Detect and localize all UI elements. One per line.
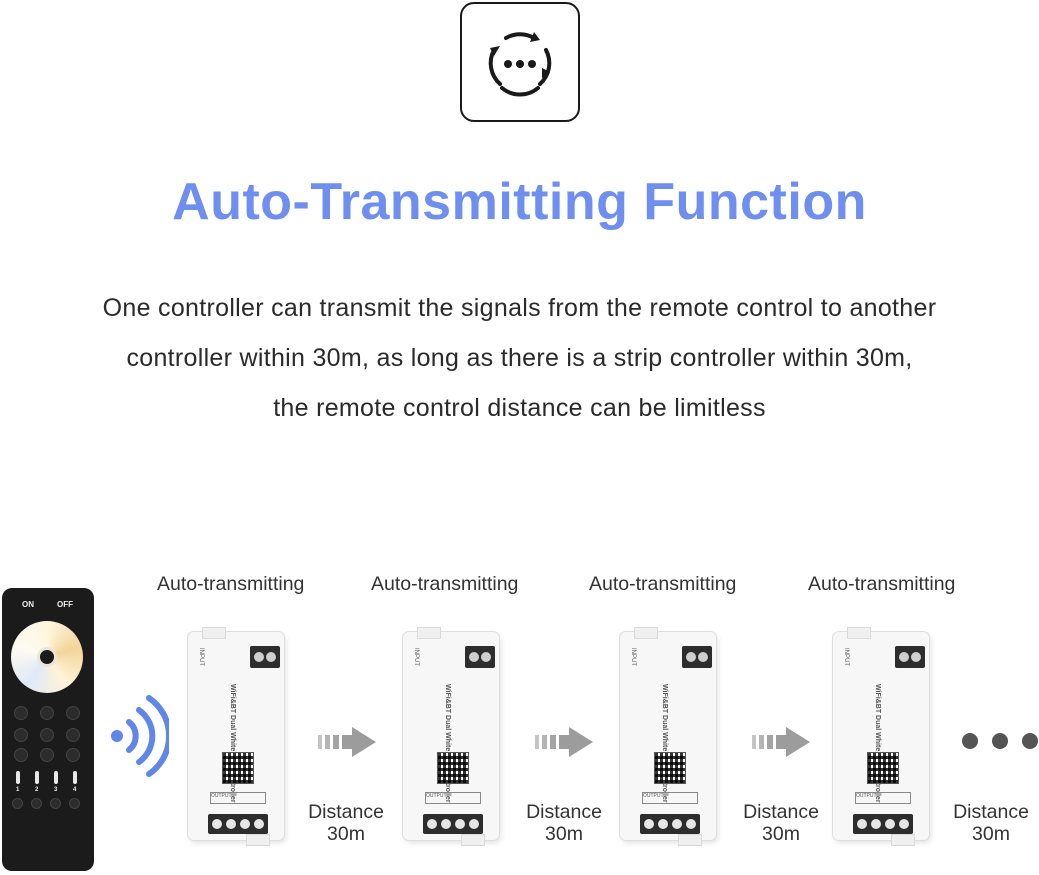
distance-value: 30m xyxy=(545,823,583,845)
remote-button xyxy=(14,748,28,762)
distance-value: 30m xyxy=(327,823,365,845)
remote-control: ON OFF 1 2 3 4 xyxy=(2,588,94,871)
remote-button xyxy=(50,798,61,809)
led-controller: INPUT WiFi&BT Dual White LED Controller … xyxy=(188,627,284,846)
distance-text: Distance xyxy=(308,801,384,823)
auto-transmitting-label: Auto-transmitting xyxy=(589,573,737,595)
remote-button xyxy=(66,748,80,762)
description: One controller can transmit the signals … xyxy=(0,283,1039,433)
led-controller: INPUT WiFi&BT Dual White LED Controller … xyxy=(620,627,716,846)
input-label: INPUT xyxy=(843,648,849,666)
input-label: INPUT xyxy=(198,648,204,666)
output-label: OUTPUT xyxy=(425,792,481,804)
color-dial xyxy=(11,621,83,693)
zone-key xyxy=(73,771,77,784)
description-line: the remote control distance can be limit… xyxy=(273,394,766,422)
remote-button xyxy=(40,728,54,742)
zone-number: 3 xyxy=(54,787,58,793)
distance-value: 30m xyxy=(972,823,1010,845)
auto-transmitting-label: Auto-transmitting xyxy=(371,573,519,595)
remote-button xyxy=(40,706,54,720)
qr-code xyxy=(867,752,899,784)
remote-button xyxy=(69,798,80,809)
distance-label: Distance 30m xyxy=(516,801,612,845)
zone-number: 1 xyxy=(16,787,20,793)
auto-transmitting-label: Auto-transmitting xyxy=(808,573,956,595)
distance-value: 30m xyxy=(762,823,800,845)
distance-label: Distance 30m xyxy=(298,801,394,845)
arrow-right-icon xyxy=(752,727,810,757)
input-label: INPUT xyxy=(630,648,636,666)
zone-number: 2 xyxy=(35,787,39,793)
arrow-right-icon xyxy=(318,727,376,757)
description-line: controller within 30m, as long as there … xyxy=(126,344,913,372)
ellipsis-icon xyxy=(962,733,1038,749)
remote-on-label: ON xyxy=(22,600,34,609)
output-label: OUTPUT xyxy=(210,792,266,804)
remote-button xyxy=(14,706,28,720)
led-controller: INPUT WiFi&BT Dual White LED Controller … xyxy=(403,627,499,846)
zone-key xyxy=(16,771,20,784)
wireless-signal-icon xyxy=(111,695,169,777)
description-line: One controller can transmit the signals … xyxy=(102,294,937,322)
product-name: WiFi&BT Dual White LED Controller xyxy=(229,684,236,803)
remote-button xyxy=(40,748,54,762)
qr-code xyxy=(437,752,469,784)
circular-arrows-icon xyxy=(488,32,552,97)
auto-transmit-icon xyxy=(460,2,580,122)
product-name: WiFi&BT Dual White LED Controller xyxy=(874,684,881,803)
auto-transmitting-label: Auto-transmitting xyxy=(157,573,305,595)
distance-label: Distance 30m xyxy=(733,801,829,845)
product-name: WiFi&BT Dual White LED Controller xyxy=(444,684,451,803)
remote-off-label: OFF xyxy=(57,600,73,609)
distance-label: Distance 30m xyxy=(943,801,1039,845)
distance-text: Distance xyxy=(953,801,1029,823)
distance-text: Distance xyxy=(526,801,602,823)
led-controller: INPUT WiFi&BT Dual White LED Controller … xyxy=(833,627,929,846)
qr-code xyxy=(222,752,254,784)
remote-button xyxy=(66,706,80,720)
remote-button xyxy=(66,728,80,742)
product-name: WiFi&BT Dual White LED Controller xyxy=(661,684,668,803)
remote-button xyxy=(31,798,42,809)
zone-key xyxy=(35,771,39,784)
zone-number: 4 xyxy=(73,787,77,793)
page-title: Auto-Transmitting Function xyxy=(172,173,867,231)
zone-key xyxy=(54,771,58,784)
distance-text: Distance xyxy=(743,801,819,823)
input-label: INPUT xyxy=(413,648,419,666)
qr-code xyxy=(654,752,686,784)
arrow-right-icon xyxy=(535,727,593,757)
output-label: OUTPUT xyxy=(642,792,698,804)
remote-button xyxy=(14,728,28,742)
output-label: OUTPUT xyxy=(855,792,911,804)
remote-button xyxy=(12,798,23,809)
